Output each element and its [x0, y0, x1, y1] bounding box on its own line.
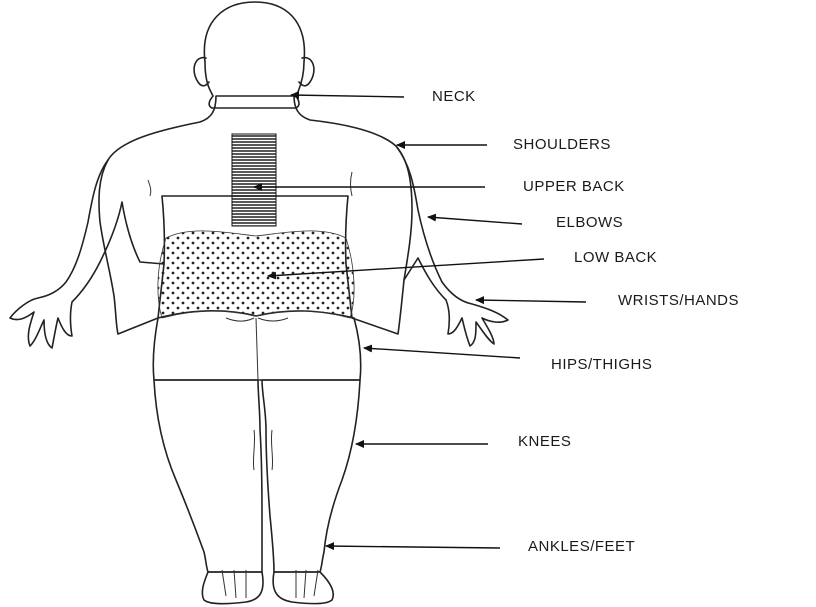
label-wrists-hands: WRISTS/HANDS	[618, 292, 739, 309]
elbows-arrow	[428, 217, 522, 224]
label-neck: NECK	[432, 88, 476, 105]
label-ankles-feet: ANKLES/FEET	[528, 538, 635, 555]
neck-arrow	[291, 95, 404, 97]
label-low-back: LOW BACK	[574, 249, 657, 266]
leader-lines	[254, 95, 586, 548]
wrists-hands-arrow	[476, 300, 586, 302]
hips-thighs-arrow	[364, 348, 520, 358]
label-hips-thighs: HIPS/THIGHS	[551, 356, 652, 373]
label-upper-back: UPPER BACK	[523, 178, 625, 195]
label-knees: KNEES	[518, 433, 571, 450]
label-elbows: ELBOWS	[556, 214, 623, 231]
ankles-feet-arrow	[326, 546, 500, 548]
label-shoulders: SHOULDERS	[513, 136, 611, 153]
